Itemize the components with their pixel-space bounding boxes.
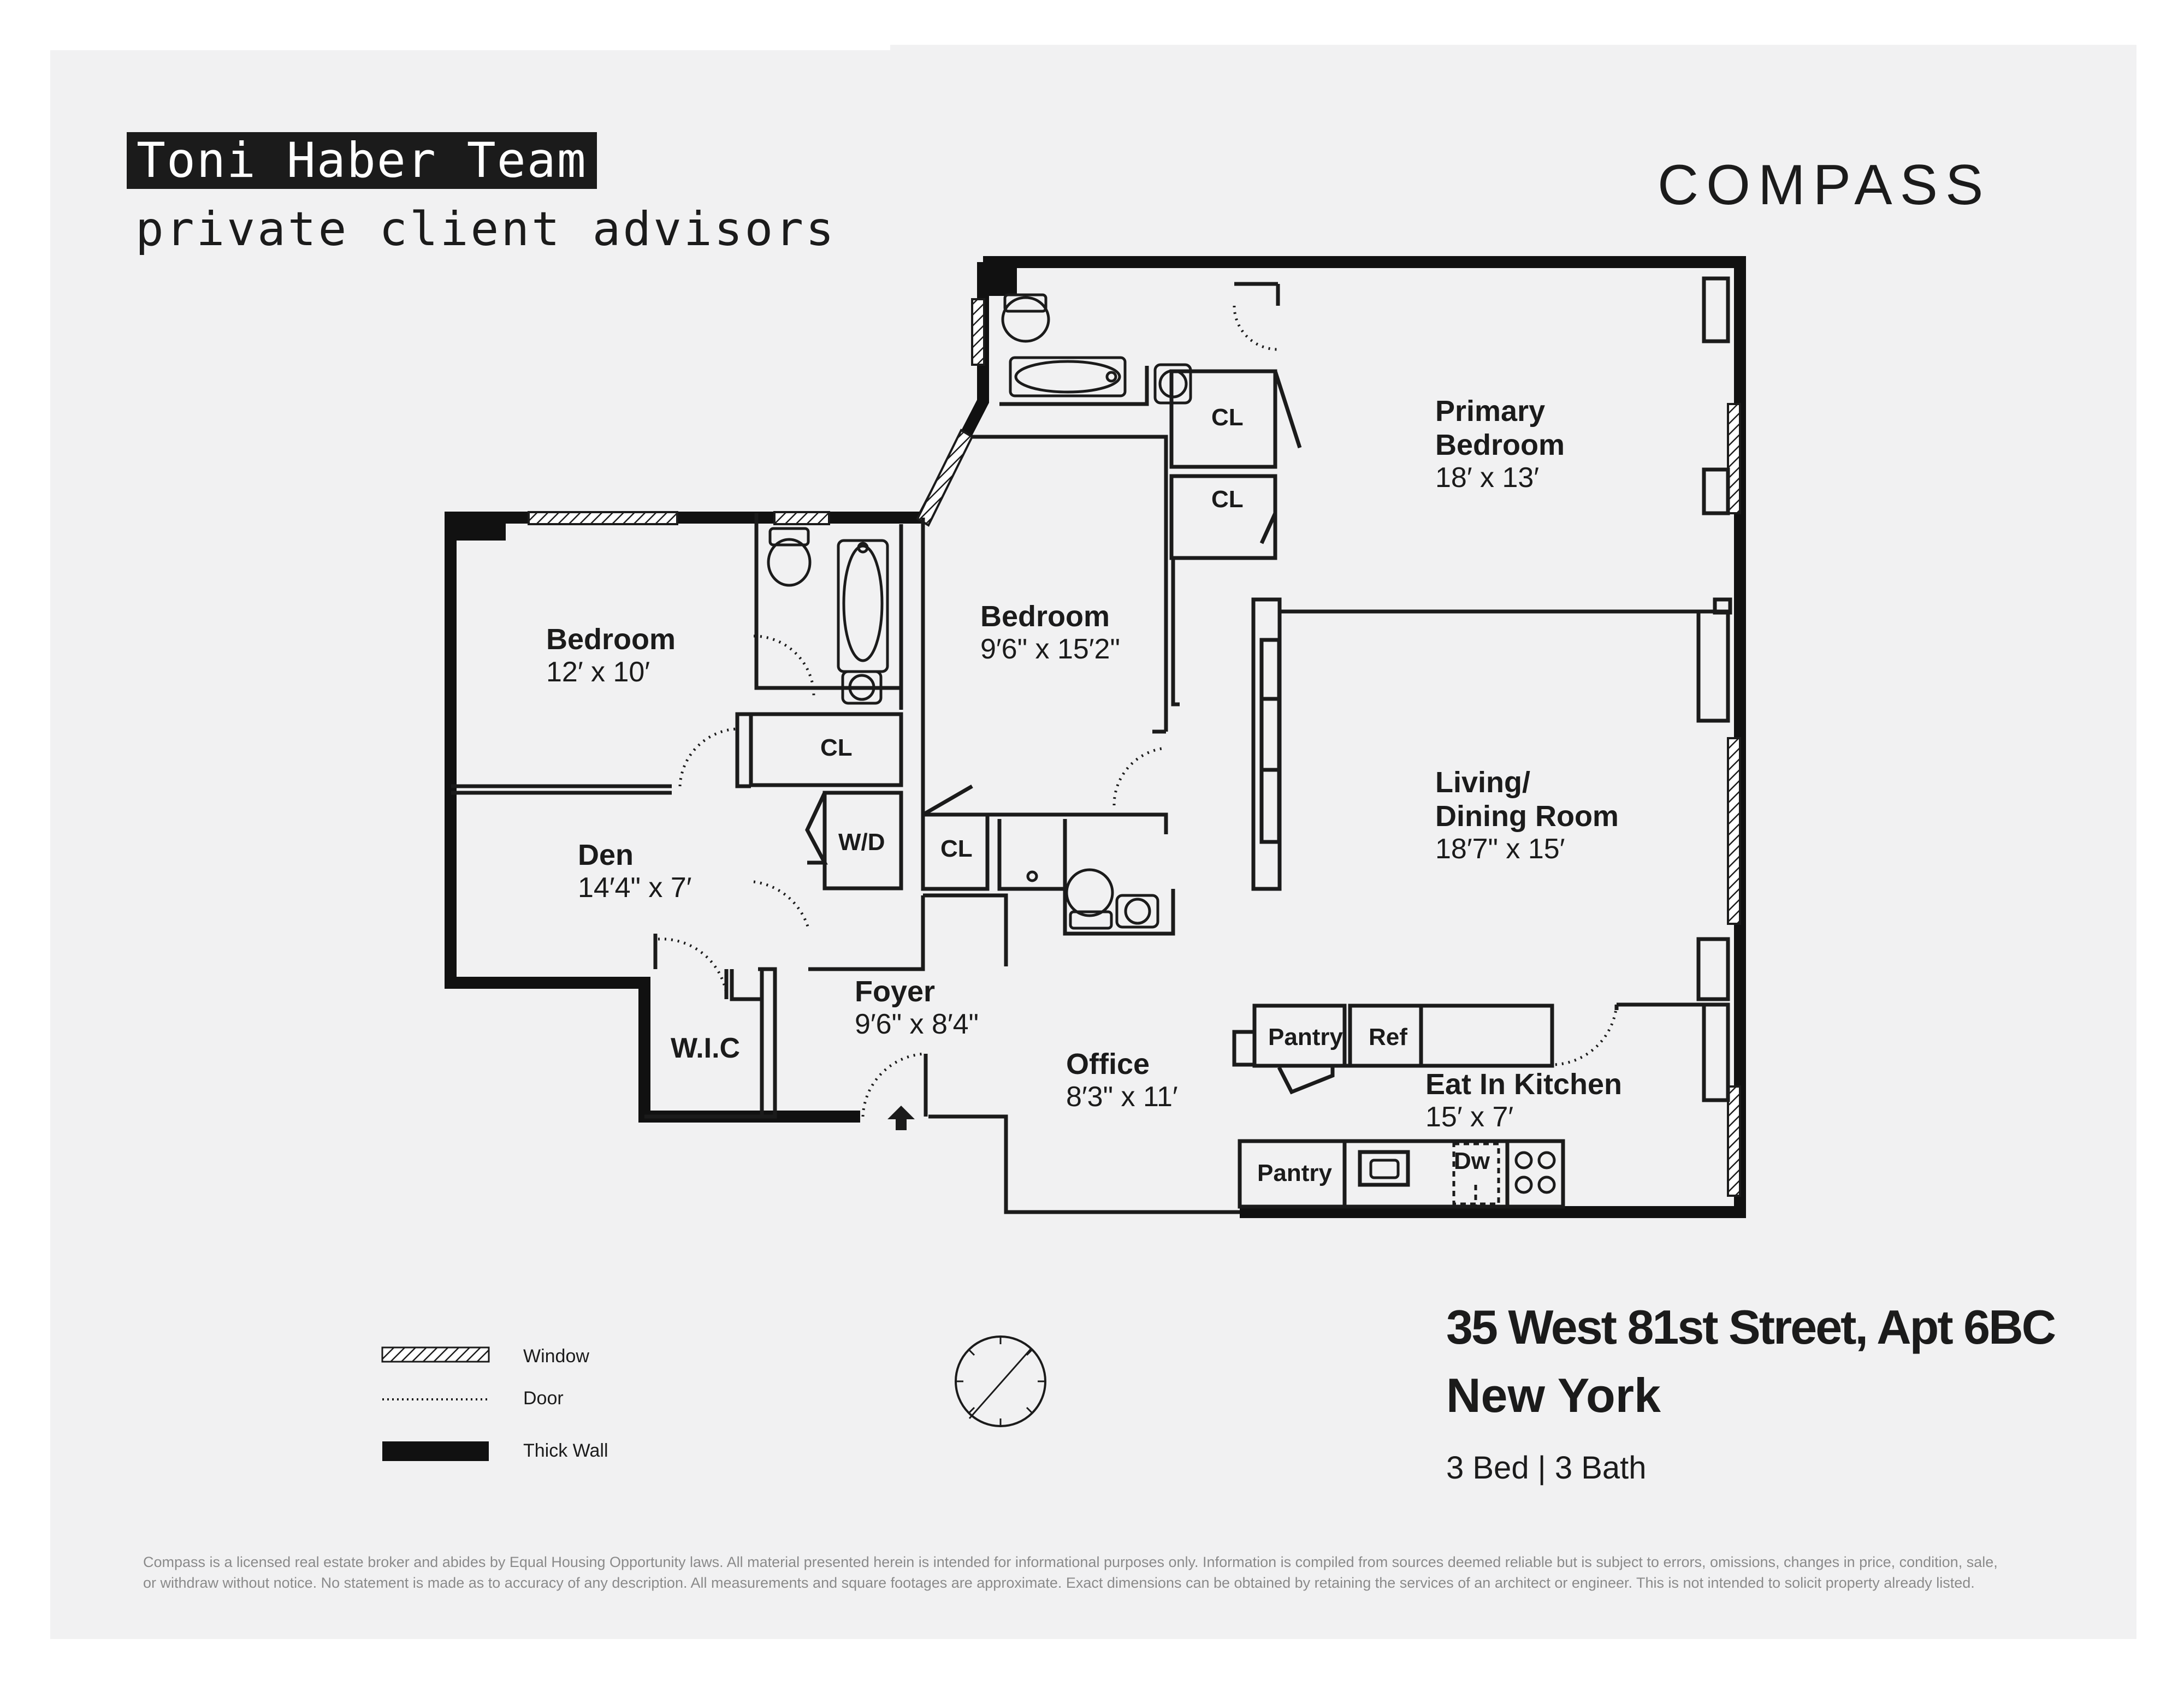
disclaimer-line: Compass is a licensed real estate broker… (143, 1554, 1998, 1570)
sheet-background (50, 50, 2136, 1639)
walk-in-closet-label: W.I.C (671, 1032, 741, 1064)
closet-label-primary-2: CL (1211, 486, 1244, 513)
room-name: Bedroom (980, 600, 1110, 633)
room-name: Primary (1435, 395, 1546, 428)
interior-walls (451, 276, 1732, 1209)
room-name: Den (578, 839, 634, 871)
pantry-label-lower: Pantry (1257, 1160, 1332, 1186)
room-foyer: Foyer 9′6" x 8′4" (855, 975, 979, 1041)
disclaimer: Compass is a licensed real estate broker… (143, 1552, 2055, 1593)
door-leaves (724, 969, 1619, 1117)
legend-window-label: Window (523, 1346, 589, 1367)
closet-label-hall: CL (940, 835, 973, 862)
room-name: Eat In Kitchen (1425, 1068, 1623, 1101)
room-name: Living/ (1435, 766, 1530, 799)
north-arrow-icon (955, 1335, 1046, 1427)
pantry-label-upper: Pantry (1268, 1024, 1343, 1050)
room-dimensions: 15′ x 7′ (1425, 1101, 1514, 1133)
room-dimensions: 9′6" x 15′2" (980, 633, 1120, 666)
room-dimensions: 8′3" x 11′ (1066, 1081, 1178, 1113)
room-name: Foyer (855, 975, 936, 1008)
room-name: Office (1066, 1048, 1150, 1081)
room-name: Bedroom (546, 623, 676, 656)
listing-city: New York (1446, 1368, 1661, 1422)
sheet-background-top (890, 45, 2136, 56)
legend-thick-wall-swatch (382, 1441, 489, 1461)
compass-logo: COMPASS (1658, 153, 1991, 217)
thin-walls (928, 1114, 1240, 1214)
washer-dryer-label: W/D (838, 829, 885, 856)
fixtures (767, 293, 1556, 1207)
team-subtitle: private client advisors (135, 202, 836, 257)
room-dimensions: 9′6" x 8′4" (855, 1008, 979, 1041)
room-living-dining: Living/ Dining Room 18′7" x 15′ (1435, 765, 1619, 866)
disclaimer-line: or withdraw without notice. No statement… (143, 1575, 1975, 1591)
team-name-badge: Toni Haber Team (127, 132, 597, 189)
room-name: Dining Room (1435, 800, 1619, 833)
room-dimensions: 18′ x 13′ (1435, 462, 1540, 494)
room-den: Den 14′4" x 7′ (578, 838, 692, 905)
room-dimensions: 12′ x 10′ (546, 656, 650, 688)
listing-address: 35 West 81st Street, Apt 6BC (1446, 1300, 2056, 1354)
doors (658, 305, 1618, 1117)
entry-arrow-icon (887, 1106, 915, 1130)
room-dimensions: 18′7" x 15′ (1435, 833, 1565, 865)
dishwasher-label: Dw (1454, 1148, 1490, 1174)
legend-thick-wall-label: Thick Wall (523, 1440, 608, 1461)
room-dimensions: 14′4" x 7′ (578, 872, 692, 904)
legend-door-label: Door (523, 1388, 564, 1409)
refrigerator-label: Ref (1369, 1024, 1407, 1050)
closet-label-primary-1: CL (1211, 404, 1244, 431)
listing-summary: 3 Bed | 3 Bath (1446, 1450, 1647, 1486)
room-bedroom-center: Bedroom 9′6" x 15′2" (980, 599, 1120, 666)
room-office: Office 8′3" x 11′ (1066, 1047, 1178, 1114)
closet-label-left: CL (820, 734, 853, 761)
room-bedroom-left: Bedroom 12′ x 10′ (546, 622, 676, 689)
room-eat-in-kitchen: Eat In Kitchen 15′ x 7′ (1425, 1067, 1622, 1134)
room-name: Bedroom (1435, 429, 1565, 462)
room-primary-bedroom: Primary Bedroom 18′ x 13′ (1435, 394, 1565, 495)
legend-window-swatch (381, 1346, 490, 1363)
